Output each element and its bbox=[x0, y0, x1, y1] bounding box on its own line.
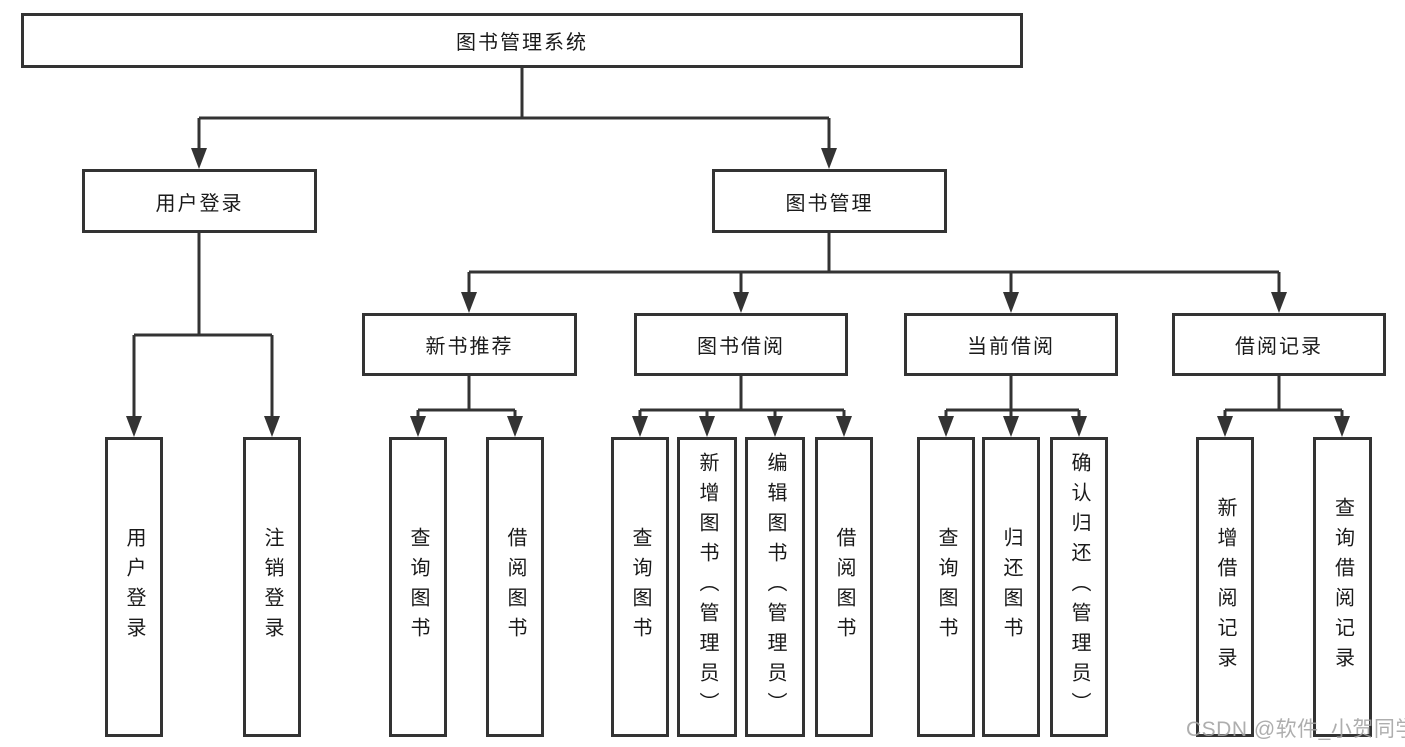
node-logout: 注销登录 bbox=[243, 437, 301, 737]
node-bb-query-books: 查询图书 bbox=[611, 437, 669, 737]
node-login: 用户登录 bbox=[105, 437, 163, 737]
node-nbr-borrow-books: 借阅图书 bbox=[486, 437, 544, 737]
node-bb-edit-books-admin: 编辑图书（管理员） bbox=[745, 437, 805, 737]
node-borrow-records: 借阅记录 bbox=[1172, 313, 1386, 376]
node-current-borrow: 当前借阅 bbox=[904, 313, 1118, 376]
watermark: CSDN @软件_小贺同学 bbox=[1186, 718, 1405, 741]
node-cb-confirm-return-admin: 确认归还（管理员） bbox=[1050, 437, 1108, 737]
node-br-query-record: 查询借阅记录 bbox=[1313, 437, 1372, 737]
node-root: 图书管理系统 bbox=[21, 13, 1023, 68]
node-cb-return-books: 归还图书 bbox=[982, 437, 1040, 737]
node-book-borrow: 图书借阅 bbox=[634, 313, 848, 376]
node-bb-add-books-admin: 新增图书（管理员） bbox=[677, 437, 737, 737]
node-bb-borrow-books: 借阅图书 bbox=[815, 437, 873, 737]
node-user-login: 用户登录 bbox=[82, 169, 317, 233]
node-cb-query-books: 查询图书 bbox=[917, 437, 975, 737]
node-br-add-record: 新增借阅记录 bbox=[1196, 437, 1254, 737]
node-book-management: 图书管理 bbox=[712, 169, 947, 233]
node-nbr-query-books: 查询图书 bbox=[389, 437, 447, 737]
node-new-book-recommend: 新书推荐 bbox=[362, 313, 577, 376]
